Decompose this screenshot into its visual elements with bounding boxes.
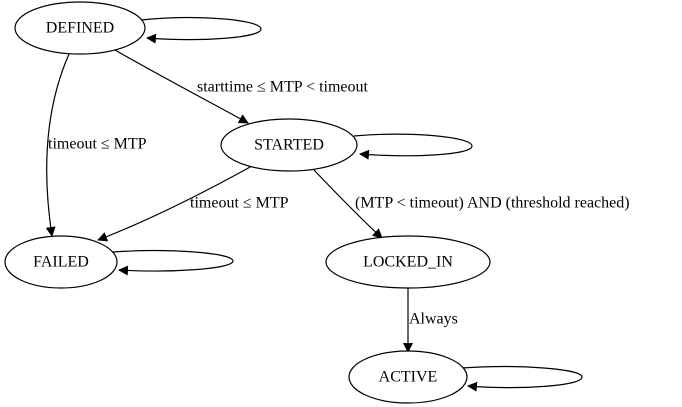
node-defined: DEFINED	[14, 1, 146, 55]
edge-label-defined-to-failed: timeout ≤ MTP	[48, 136, 147, 153]
node-started: STARTED	[220, 118, 358, 172]
edge-label-started-to-locked-in: (MTP < timeout) AND (threshold reached)	[355, 195, 630, 212]
node-locked-in: LOCKED_IN	[325, 235, 491, 289]
edge-label-started-to-failed: timeout ≤ MTP	[190, 195, 289, 212]
edge-started-to-locked-in	[312, 168, 383, 239]
node-failed: FAILED	[4, 235, 118, 289]
node-label-locked-in: LOCKED_IN	[363, 254, 453, 271]
edge-label-defined-to-started: starttime ≤ MTP < timeout	[197, 79, 369, 96]
node-active: ACTIVE	[348, 350, 468, 404]
self-loop-defined	[140, 17, 262, 44]
node-label-failed: FAILED	[33, 254, 89, 271]
self-loop-started	[353, 133, 473, 160]
edge-defined-to-started	[114, 49, 249, 124]
self-loop-failed	[112, 249, 234, 276]
node-label-started: STARTED	[254, 137, 324, 154]
edge-started-to-failed	[97, 165, 253, 242]
self-loop-active	[461, 365, 583, 392]
node-label-defined: DEFINED	[46, 20, 114, 37]
edge-defined-to-failed	[45, 53, 70, 237]
edge-label-locked-in-to-active: Always	[409, 311, 458, 328]
node-label-active: ACTIVE	[379, 369, 438, 386]
